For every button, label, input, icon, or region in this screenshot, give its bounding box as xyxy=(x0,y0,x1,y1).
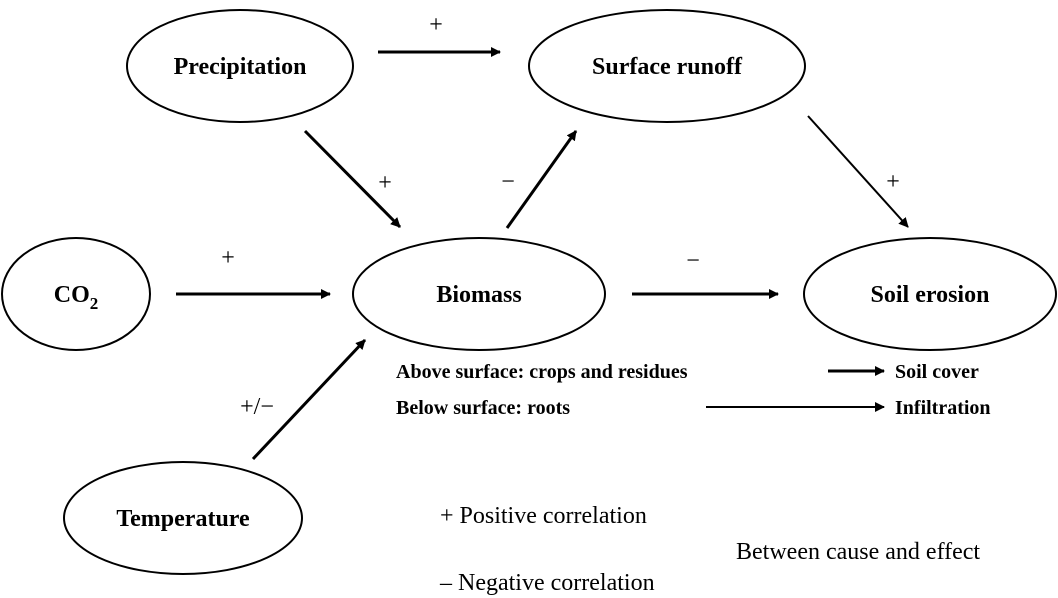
legend-positive: + Positive correlation xyxy=(440,503,647,529)
node-surface-runoff: Surface runoff xyxy=(528,9,806,123)
node-soil-erosion: Soil erosion xyxy=(803,237,1057,351)
node-biomass-label: Biomass xyxy=(436,282,521,308)
sign-biomass-to-erosion: − xyxy=(686,248,700,274)
node-temperature: Temperature xyxy=(63,461,303,575)
arrow-runoff-to-erosion xyxy=(807,115,909,228)
node-precipitation: Precipitation xyxy=(126,9,354,123)
sign-biomass-to-runoff: − xyxy=(501,169,515,195)
note-infiltration: Infiltration xyxy=(895,397,991,419)
co2-base: CO xyxy=(54,282,90,308)
node-biomass: Biomass xyxy=(352,237,606,351)
node-soil-erosion-label: Soil erosion xyxy=(871,282,990,308)
arrow-biomass-to-runoff xyxy=(505,130,578,229)
arrow-precip-to-biomass xyxy=(303,129,402,229)
sign-precip-to-biomass: + xyxy=(378,170,392,196)
sign-precip-to-runoff: + xyxy=(429,12,443,38)
node-co2: CO2 xyxy=(1,237,151,351)
node-temperature-label: Temperature xyxy=(116,506,250,532)
node-precipitation-label: Precipitation xyxy=(174,54,307,80)
note-above-surface: Above surface: crops and residues xyxy=(396,361,688,383)
note-soil-cover: Soil cover xyxy=(895,361,979,383)
node-co2-label: CO2 xyxy=(54,282,99,313)
sign-co2-to-biomass: + xyxy=(221,245,235,271)
note-below-surface: Below surface: roots xyxy=(396,397,570,419)
node-surface-runoff-label: Surface runoff xyxy=(592,54,743,80)
co2-subscript: 2 xyxy=(90,294,99,313)
sign-temp-to-biomass: +/− xyxy=(240,394,274,420)
arrow-temp-to-biomass xyxy=(251,338,367,461)
legend-between: Between cause and effect xyxy=(736,539,980,565)
sign-runoff-to-erosion: + xyxy=(886,169,900,195)
legend-negative: – Negative correlation xyxy=(439,570,655,596)
